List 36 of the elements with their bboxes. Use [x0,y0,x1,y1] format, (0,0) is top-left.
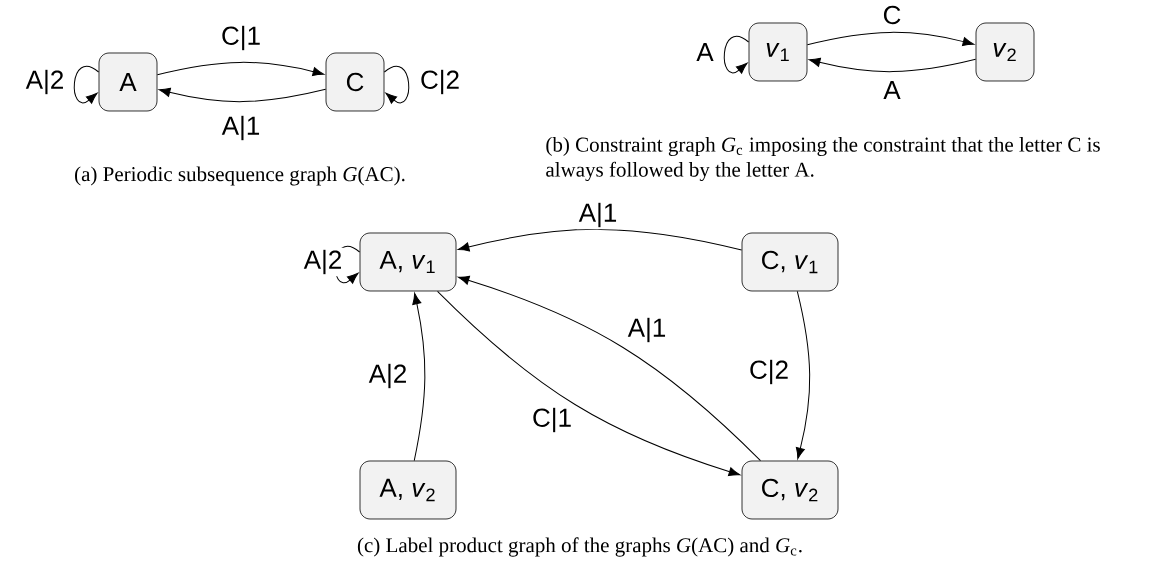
arrow [383,65,410,104]
state-box: A, v$_{2}$ [359,460,457,520]
edge-label: C [880,3,904,27]
edge-label: C|2 [418,67,462,97]
edge-label: A [694,41,716,63]
state-box: C, v$_{1}$ [741,232,839,292]
edge-label: A|2 [366,361,410,391]
state-box: C, v$_{2}$ [741,460,839,520]
arrow [457,275,761,462]
caption: (b) Constraint graph G$_{c}$ imposing the constraint that the letter C is always followed by the letter A. [546,136,1100,182]
state-box: C [325,52,385,112]
edge-label: C|1 [219,23,263,53]
arrow [73,65,100,104]
edge-label: C|2 [747,357,791,387]
state-box: A [98,52,158,112]
edge-label: A|1 [219,113,263,143]
arrow [412,292,426,462]
arrow [457,228,743,252]
state-box: A, v$_{1}$ [359,232,457,292]
arrow [437,290,741,477]
state-box: v$_{2}$ [975,22,1035,82]
caption: (a) Periodic subsequence graph G(AC). [75,166,405,186]
edge-label: A|1 [625,315,669,345]
caption: (c) Label product graph of the graphs G(AC) and G$_{c}$. [357,537,802,557]
edge-label: A|1 [576,200,620,230]
arrow [158,87,327,103]
arrow [156,61,325,77]
arrow [806,31,975,47]
arrow [795,290,811,460]
edge-label: A|2 [301,247,345,277]
edge-label: A|2 [23,67,67,97]
edge-label: A [881,79,903,101]
state-box: v$_{1}$ [748,22,808,82]
arrow [808,57,977,73]
edge-label: C|1 [530,405,574,435]
arrow [723,35,750,74]
